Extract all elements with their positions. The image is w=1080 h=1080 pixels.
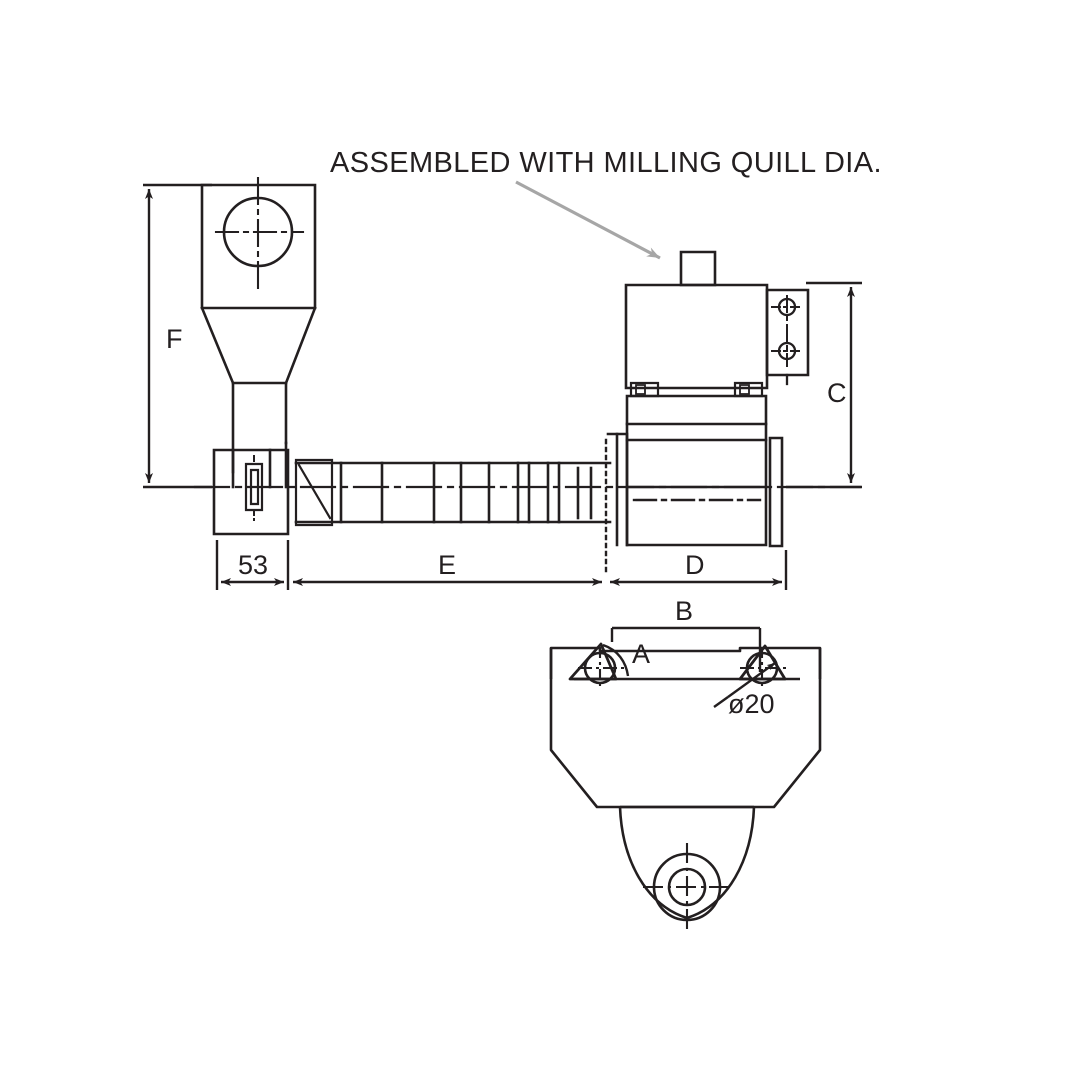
left-mount-body: [200, 176, 317, 536]
dim-F-label: F: [166, 324, 183, 354]
dim-53-label: 53: [238, 550, 268, 580]
keyway-outer: [244, 462, 264, 512]
motor-output-flange: [768, 436, 784, 548]
dim-C-label: C: [827, 378, 847, 408]
dimension-A: [602, 643, 630, 677]
dia20-leader-tail: [713, 696, 729, 708]
motor-left-collar: [606, 432, 629, 547]
dia20-leader-line: [727, 662, 776, 698]
motor-housing-group: [606, 250, 810, 548]
dim-D-label: D: [685, 550, 705, 580]
dia20-label: ø20: [728, 689, 775, 719]
motor-lug-left-bolt: [635, 384, 646, 395]
dimension-row-horizontal: [215, 540, 788, 590]
dimension-dia20: [713, 662, 776, 708]
dimension-C: [786, 281, 862, 489]
dim-E-label: E: [438, 550, 456, 580]
keyway-inner: [249, 468, 260, 506]
side-elevation-view: [193, 176, 862, 578]
assembly-note-arrow: [515, 180, 661, 260]
splined-drive-shaft: [294, 438, 612, 578]
shaft-coupling-box: [294, 458, 334, 527]
assembly-note-text: ASSEMBLED WITH MILLING QUILL DIA.: [330, 147, 882, 179]
bottom-plan-view: [549, 642, 822, 932]
assembly-note-group: ASSEMBLED WITH MILLING QUILL DIA.: [330, 147, 882, 260]
motor-lug-right-bolt: [739, 384, 750, 395]
dim-A-arc: [602, 643, 630, 677]
dim-B-label: B: [675, 596, 693, 626]
dim-A-label: A: [632, 639, 650, 669]
left-foot-block: [212, 448, 290, 536]
dimension-B: [610, 626, 762, 672]
motor-side-plate: [765, 288, 810, 377]
shaft-coupling-diagonal: [297, 463, 332, 520]
motor-upper-block: [624, 283, 769, 390]
dimension-F: [143, 183, 212, 489]
